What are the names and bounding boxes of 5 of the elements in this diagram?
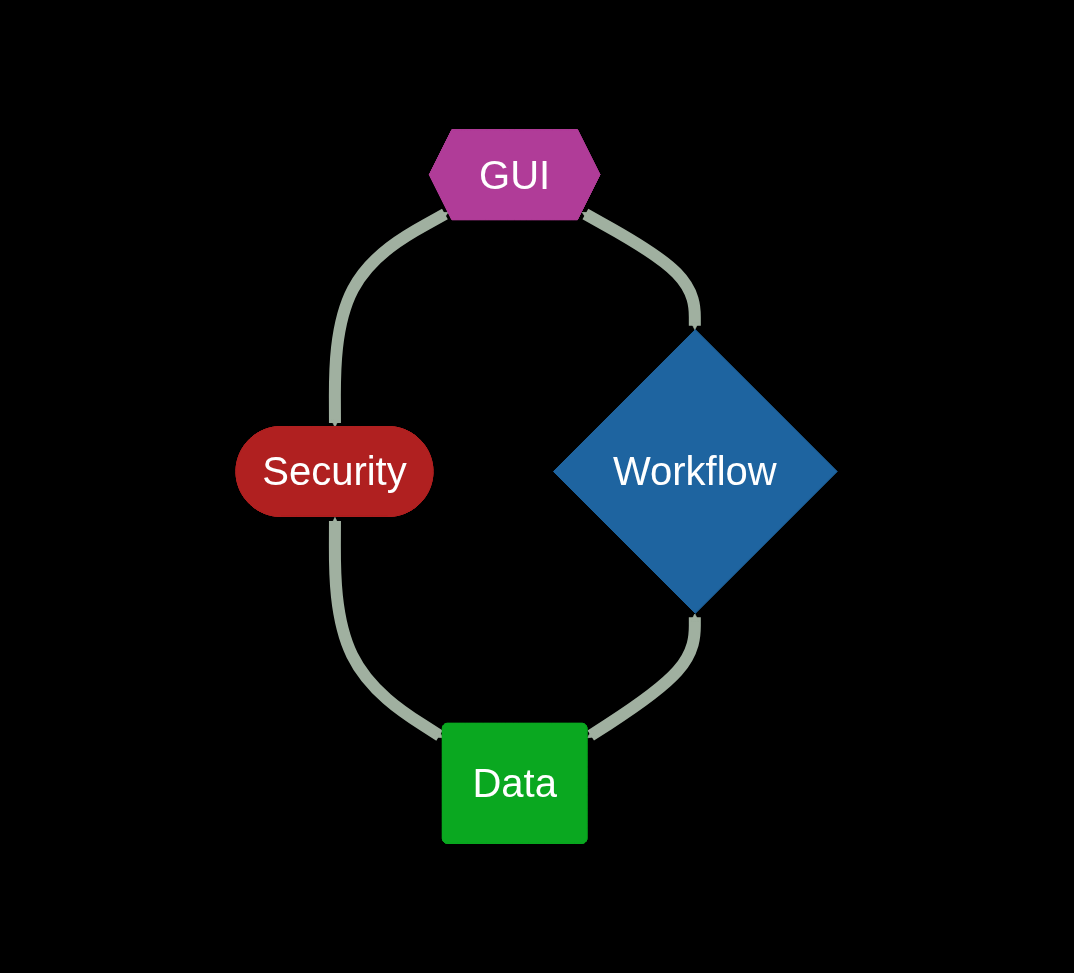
node-diamond: Workflow [553,329,839,614]
arrow [587,613,702,741]
arrow [329,517,444,741]
arrow [582,208,702,331]
arrow [329,208,449,428]
